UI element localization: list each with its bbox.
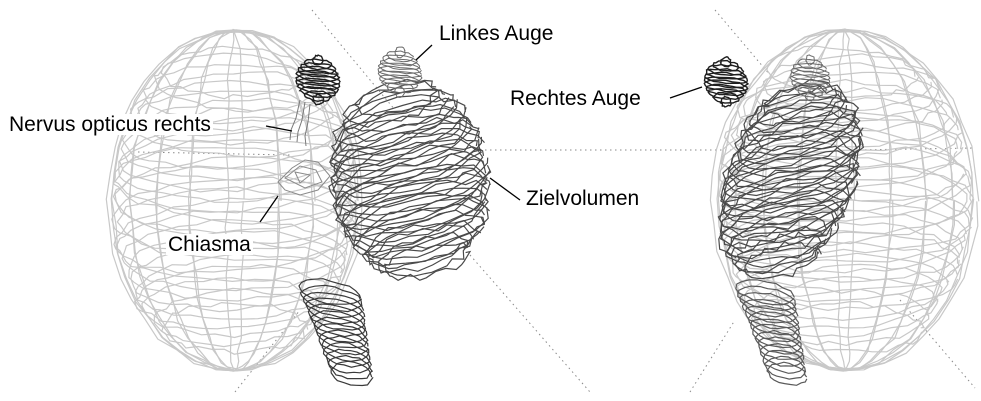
axis-line-right-bottom xyxy=(690,320,735,392)
leader-right-eye xyxy=(670,87,702,98)
leader-target-volume xyxy=(490,178,520,200)
target-slice xyxy=(341,180,487,242)
leader-left-eye xyxy=(416,45,432,60)
label-chiasm: Chiasma xyxy=(166,234,253,255)
eye-slice xyxy=(379,63,422,74)
target-slice xyxy=(333,154,490,222)
label-right-eye: Rechtes Auge xyxy=(508,88,643,109)
axis-line-center-diagonal xyxy=(470,255,590,392)
label-optic-nerve-right: Nervus opticus rechts xyxy=(7,114,213,135)
label-target-volume: Zielvolumen xyxy=(524,188,641,209)
head-outline-right xyxy=(710,29,978,372)
label-left-eye: Linkes Auge xyxy=(437,23,555,44)
brainstem-slice xyxy=(331,361,373,385)
